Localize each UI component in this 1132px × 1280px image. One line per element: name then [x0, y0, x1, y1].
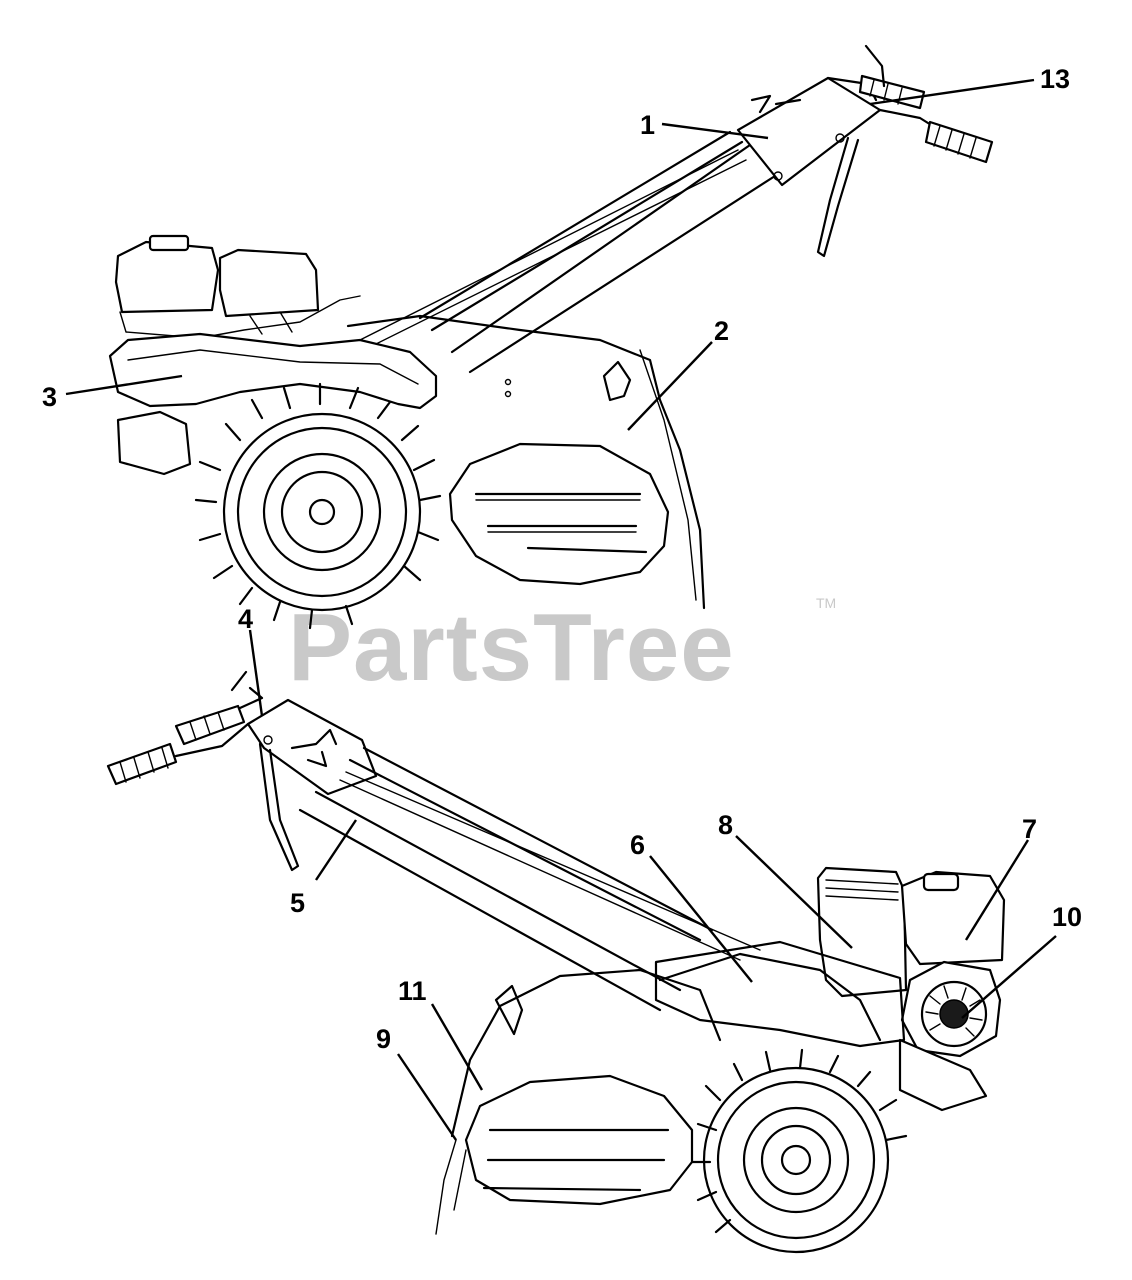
handle-console-lower — [246, 698, 378, 796]
leader-3 — [65, 374, 183, 396]
handle-tube-upper — [450, 143, 777, 374]
callout-2: 2 — [714, 316, 729, 346]
depth-bar-lower — [494, 984, 524, 1036]
callout-11: 11 — [398, 976, 427, 1006]
frame-bracket — [116, 410, 192, 476]
callout-leaders — [65, 78, 1057, 1141]
starter-hub — [939, 999, 969, 1029]
handle-tube-lower-view — [298, 746, 714, 1012]
leader-6 — [649, 855, 753, 983]
depth-bar-knob — [602, 360, 632, 402]
fuel-tank-lower — [900, 870, 1006, 966]
starter-rim — [920, 980, 988, 1048]
drive-belt-cover — [658, 952, 882, 1042]
tine-guard-louvers-lower — [482, 1128, 670, 1192]
side-hood — [108, 332, 438, 410]
leader-2 — [627, 341, 713, 431]
air-cleaner-fins — [825, 879, 899, 901]
callout-5: 5 — [290, 888, 305, 918]
control-lever-lower — [258, 742, 300, 872]
leader-1 — [661, 122, 769, 140]
leader-11 — [430, 1003, 484, 1091]
leader-9 — [397, 1053, 457, 1141]
callout-13: 13 — [1040, 64, 1070, 94]
callout-labels: 1 2 3 4 5 6 7 8 9 10 11 13 — [42, 64, 1082, 1054]
wheel-left-view — [194, 382, 442, 630]
callout-7: 7 — [1022, 814, 1037, 844]
hood-inner — [127, 349, 419, 385]
tine-shield-lower — [450, 968, 722, 1138]
grip-right-upper — [858, 74, 926, 110]
wheel-right-view — [690, 1048, 908, 1254]
fuel-tank — [114, 240, 220, 314]
callout-10: 10 — [1052, 902, 1082, 932]
grip-left-upper — [174, 704, 246, 746]
chassis — [654, 940, 906, 1048]
tine-shield-flap — [435, 1139, 467, 1235]
fuel-cap — [148, 234, 190, 252]
leader-5 — [315, 819, 357, 881]
watermark-text: PartsTree — [288, 594, 735, 701]
air-cleaner — [218, 248, 320, 318]
callout-1: 1 — [640, 110, 655, 140]
grip-right-lower — [924, 120, 994, 164]
handle-decal-top — [750, 94, 802, 114]
handlebar-bend-lower — [174, 670, 264, 758]
tiller-right-view — [106, 670, 1006, 1254]
tine-guard-louvers — [474, 492, 648, 554]
starter-vents — [925, 985, 983, 1037]
tine-guard-lower — [464, 1074, 694, 1206]
handle-decal-lower — [290, 728, 338, 768]
tiller-left-view — [108, 44, 994, 630]
wheel-tread — [194, 382, 442, 630]
watermark: PartsTree TM — [288, 594, 836, 701]
engine-block — [119, 295, 361, 339]
leader-4 — [248, 629, 264, 717]
grip-ribs — [869, 79, 977, 159]
handle-bolt-lower — [263, 735, 273, 745]
handle-console — [736, 76, 882, 187]
leader-8 — [735, 835, 853, 949]
control-cable — [359, 149, 747, 347]
frame-rail — [898, 1038, 988, 1112]
callout-8: 8 — [718, 810, 733, 840]
callout-3: 3 — [42, 382, 57, 412]
tine-guard — [448, 442, 670, 586]
handle-bolt — [835, 133, 845, 143]
control-lever — [816, 44, 886, 258]
air-cleaner-lower — [816, 866, 908, 998]
tine-shield — [346, 314, 706, 610]
grip-left-lower — [106, 742, 178, 786]
callout-4: 4 — [238, 604, 253, 634]
handle-bolt-2 — [773, 171, 783, 181]
tine-guard-louvers-inner — [475, 499, 641, 533]
wheel-tread-lower — [690, 1048, 908, 1234]
shield-rivet — [504, 378, 512, 386]
tine-shield-edge — [639, 349, 697, 601]
grip-ribs-lower — [119, 711, 225, 783]
callout-9: 9 — [376, 1024, 391, 1054]
leader-10 — [961, 935, 1057, 1019]
fuel-cap-lower — [922, 872, 960, 892]
leader-13 — [869, 78, 1035, 106]
watermark-trademark: TM — [816, 595, 836, 611]
leader-7 — [964, 839, 1030, 941]
control-cable-lower — [339, 771, 761, 961]
shield-rivet-2 — [504, 390, 512, 398]
callout-6: 6 — [630, 830, 645, 860]
